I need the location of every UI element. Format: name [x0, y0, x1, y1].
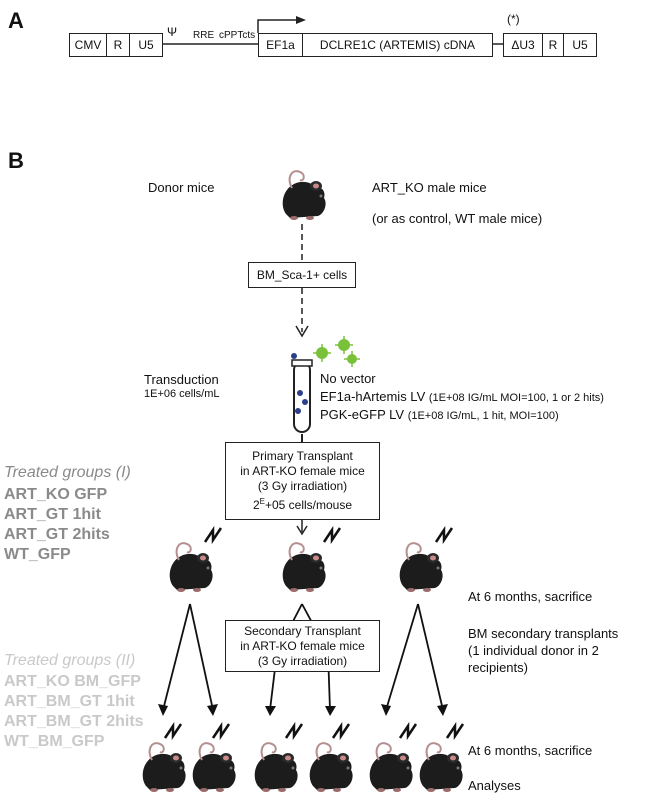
- groups-i-title: Treated groups (I): [4, 464, 131, 481]
- cppt-label: cPPTcts: [219, 30, 256, 41]
- group-ii-item: WT_BM_GFP: [4, 733, 105, 750]
- ef1a-lv-line: EF1a-hArtemis LV (1E+08 IG/mL MOI=100, 1…: [320, 389, 604, 404]
- group-i-item: ART_GT 2hits: [4, 526, 110, 543]
- pgk-lv-name: PGK-eGFP LV: [320, 407, 405, 422]
- primary-line1: Primary Transplant: [252, 449, 353, 463]
- ef1a-lv-name: EF1a-hArtemis LV: [320, 389, 426, 404]
- pgk-lv-detail: (1E+08 IG/mL, 1 hit, MOI=100): [407, 410, 559, 422]
- primary-line2: in ART-KO female mice: [240, 464, 365, 478]
- control-label: (or as control, WT male mice): [372, 211, 543, 226]
- art-ko-male-label: ART_KO male mice: [372, 180, 487, 195]
- primary-transplant-box: Primary Transplant in ART-KO female mice…: [225, 442, 380, 520]
- secondary-transplant-box: Secondary Transplant in ART-KO female mi…: [225, 620, 380, 672]
- segment-ef1a: EF1a: [258, 33, 303, 57]
- group-i-item: ART_KO GFP: [4, 486, 108, 503]
- donor-mouse: [281, 170, 327, 221]
- primary-line4: 2E+05 cells/mouse: [253, 494, 352, 513]
- bm-secondary-line2: (1 individual donor in 2: [468, 643, 599, 658]
- group-ii-item: ART_BM_GT 2hits: [4, 713, 144, 730]
- group-ii-item: ART_KO BM_GFP: [4, 673, 141, 690]
- bm-secondary-line3: recipients): [468, 660, 528, 675]
- ef1a-lv-detail: (1E+08 IG/mL MOI=100, 1 or 2 hits): [428, 392, 604, 404]
- pgk-lv-line: PGK-eGFP LV (1E+08 IG/mL, 1 hit, MOI=100…: [320, 407, 559, 422]
- primary-line3: (3 Gy irradiation): [257, 479, 348, 493]
- sacrifice-1-label: At 6 months, sacrifice: [468, 589, 593, 604]
- bm-secondary-line1: BM secondary transplants: [468, 626, 619, 641]
- secondary-line1: Secondary Transplant: [244, 623, 361, 638]
- virus-icon: [313, 336, 360, 367]
- tube-icon: [291, 353, 313, 433]
- primary-line4-rest: +05 cells/mouse: [264, 498, 353, 512]
- primary-line4-base: 2: [252, 498, 260, 512]
- group-i-item: WT_GFP: [4, 546, 71, 563]
- panel-a-letter: A: [8, 8, 24, 33]
- asterisk-label: (*): [507, 12, 520, 26]
- secondary-line2: in ART-KO female mice: [240, 638, 365, 653]
- panel-b-letter: B: [8, 148, 24, 173]
- analyses-label: Analyses: [468, 778, 521, 793]
- secondary-line3: (3 Gy irradiation): [257, 653, 348, 668]
- segment-cmv: CMV: [69, 33, 107, 57]
- psi-label: Ψ: [167, 25, 178, 39]
- segment-u5-3: U5: [563, 33, 597, 57]
- segment-artemis-cdna: DCLRE1C (ARTEMIS) cDNA: [302, 33, 493, 57]
- transduction-label: Transduction: [144, 372, 219, 387]
- no-vector-label: No vector: [320, 371, 376, 386]
- primary-line4-sup: E: [259, 497, 265, 506]
- segment-u5-5: U5: [129, 33, 163, 57]
- segment-delta-u3: ΔU3: [503, 33, 543, 57]
- donor-mice-label: Donor mice: [148, 180, 215, 195]
- groups-ii-title: Treated groups (II): [4, 652, 136, 669]
- sacrifice-2-label: At 6 months, sacrifice: [468, 743, 593, 758]
- rre-label: RRE: [193, 30, 215, 41]
- transduction-conc: 1E+06 cells/mL: [144, 388, 220, 400]
- group-i-item: ART_GT 1hit: [4, 506, 101, 523]
- segment-r-5: R: [106, 33, 130, 57]
- bm-sca1-box: BM_Sca-1+ cells: [248, 262, 356, 288]
- group-ii-item: ART_BM_GT 1hit: [4, 693, 135, 710]
